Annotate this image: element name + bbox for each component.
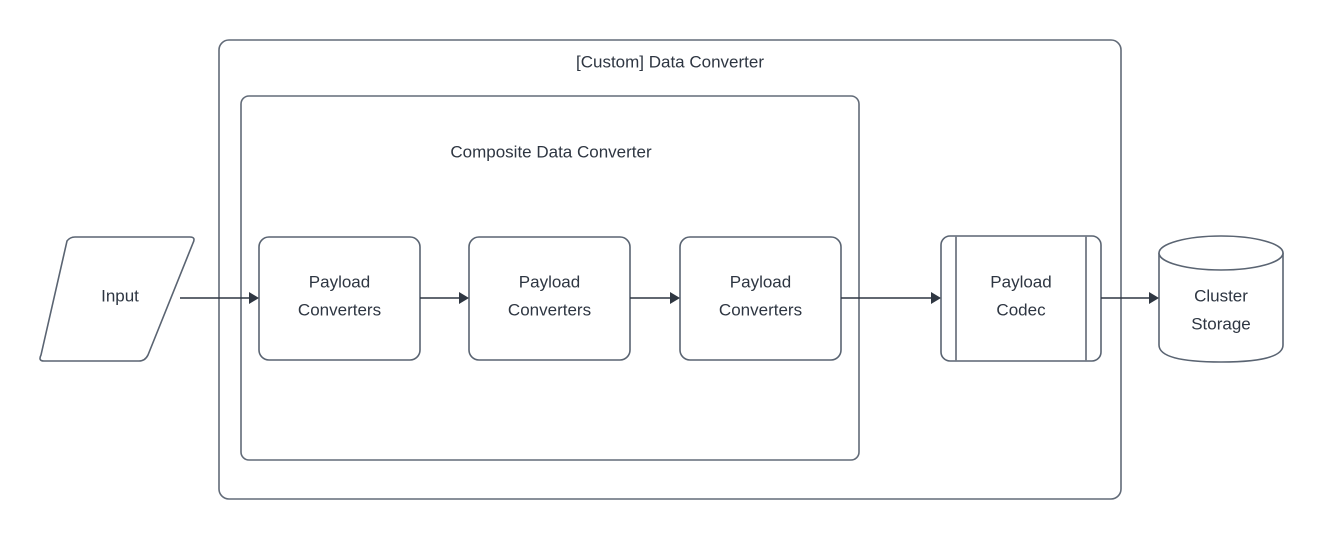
node-payload-converters-2-label-line-1: Payload	[519, 272, 580, 291]
container-custom-data-converter[interactable]	[218, 39, 1122, 500]
edge-payload-converters-2-to-3	[630, 292, 680, 304]
container-composite-data-converter[interactable]	[240, 95, 860, 461]
node-payload-converters-1-label-line-1: Payload	[309, 272, 370, 291]
node-payload-converters-3-label-line-2: Converters	[719, 300, 802, 319]
node-payload-converters-2-shape[interactable]	[468, 236, 631, 361]
node-payload-converters-2-label-line-2: Converters	[508, 300, 591, 319]
node-payload-codec-shape[interactable]	[940, 235, 1102, 362]
edge-payload-converters-3-to-payload-codec	[841, 292, 941, 304]
node-cluster-storage-label-line-1: Cluster	[1194, 286, 1248, 305]
container-custom-data-converter-label: [Custom] Data Converter	[576, 52, 764, 71]
node-input-label: Input	[101, 286, 139, 305]
node-cluster-storage-label-line-2: Storage	[1191, 314, 1251, 333]
edge-payload-converters-1-to-2	[420, 292, 469, 304]
node-cluster-storage-shape[interactable]	[1158, 235, 1284, 363]
container-composite-data-converter-label: Composite Data Converter	[450, 142, 652, 161]
node-payload-converters-3-label-line-1: Payload	[730, 272, 791, 291]
node-input-shape[interactable]	[39, 236, 195, 362]
edge-payload-codec-to-cluster-storage	[1101, 292, 1159, 304]
node-payload-codec-label-line-2: Codec	[996, 300, 1046, 319]
node-payload-converters-3-shape[interactable]	[679, 236, 842, 361]
node-payload-converters-1-label-line-2: Converters	[298, 300, 381, 319]
edge-input-to-payload-converters-1	[180, 292, 259, 304]
node-payload-converters-1-shape[interactable]	[258, 236, 421, 361]
node-payload-codec-label-line-1: Payload	[990, 272, 1051, 291]
